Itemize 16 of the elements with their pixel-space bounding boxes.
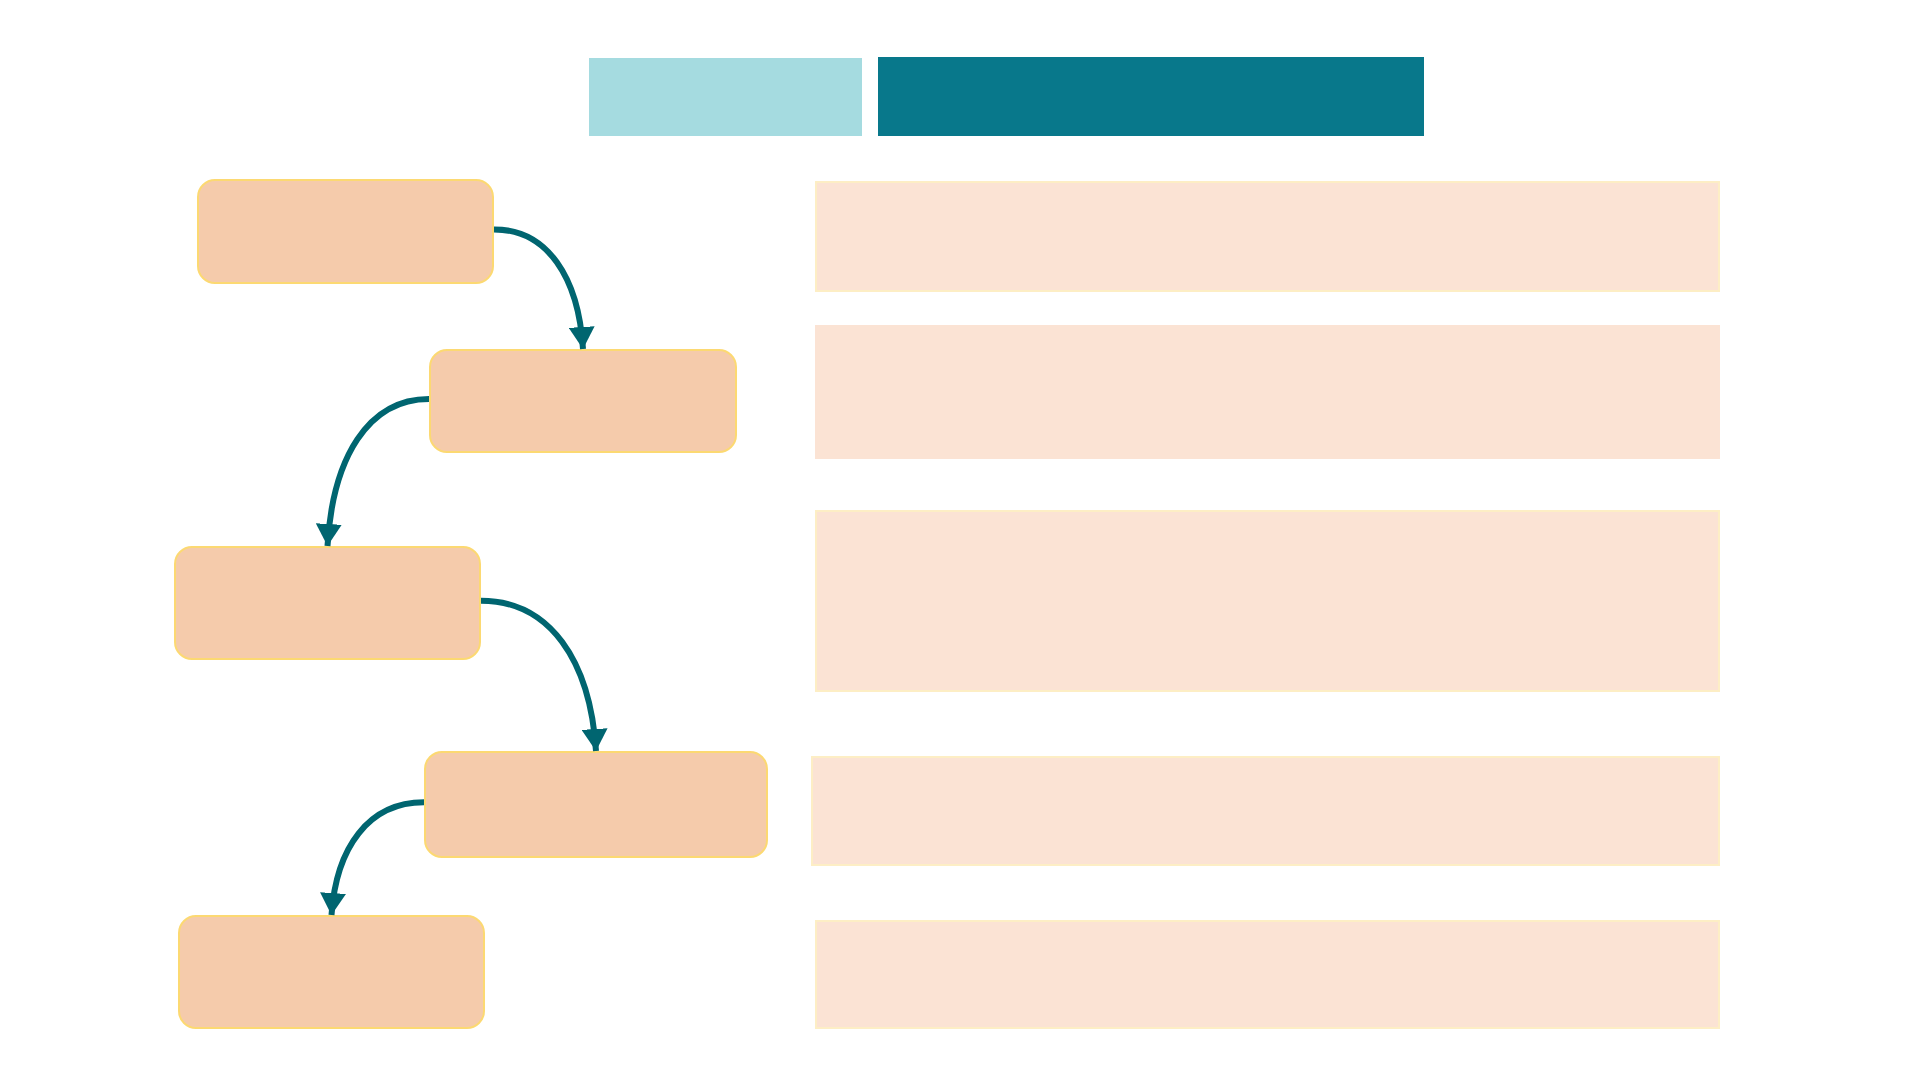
step-box (197, 179, 494, 284)
panel-bar (815, 325, 1720, 459)
curved-arrow (316, 395, 430, 547)
curved-arrow (320, 799, 425, 916)
curved-arrow (480, 597, 607, 752)
step-box (424, 751, 768, 858)
panel-bar (815, 181, 1720, 292)
step-box (178, 915, 485, 1029)
panel-bar (811, 756, 1720, 866)
curved-arrow (493, 226, 594, 350)
step-box (429, 349, 737, 453)
header-bar (878, 57, 1424, 136)
panel-bar (815, 920, 1720, 1029)
step-box (174, 546, 481, 660)
panel-bar (815, 510, 1720, 692)
header-bar (589, 58, 862, 136)
